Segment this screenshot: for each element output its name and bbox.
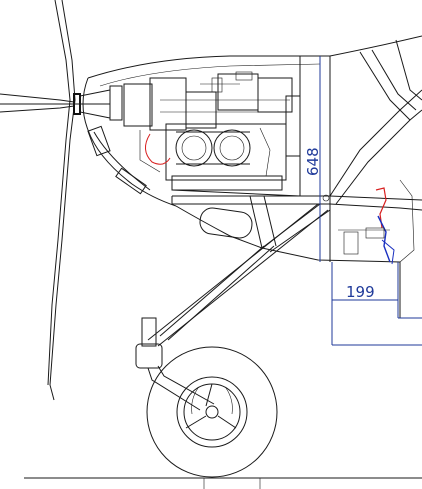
ground-line: [24, 477, 422, 489]
length-dimension-label: 199: [346, 283, 375, 301]
cowling-outline: [82, 35, 422, 207]
firewall-fuselage: [171, 39, 422, 318]
rudder-pedal-icon: [338, 187, 395, 265]
wheel-icon: [146, 346, 278, 478]
engine-icon: [123, 56, 301, 197]
propeller-icon: [0, 0, 110, 401]
spinner-hub: [79, 85, 123, 121]
landing-gear-icon: [135, 203, 331, 411]
height-dimension-label: 648: [304, 147, 322, 176]
dimension-lines: [319, 56, 422, 346]
